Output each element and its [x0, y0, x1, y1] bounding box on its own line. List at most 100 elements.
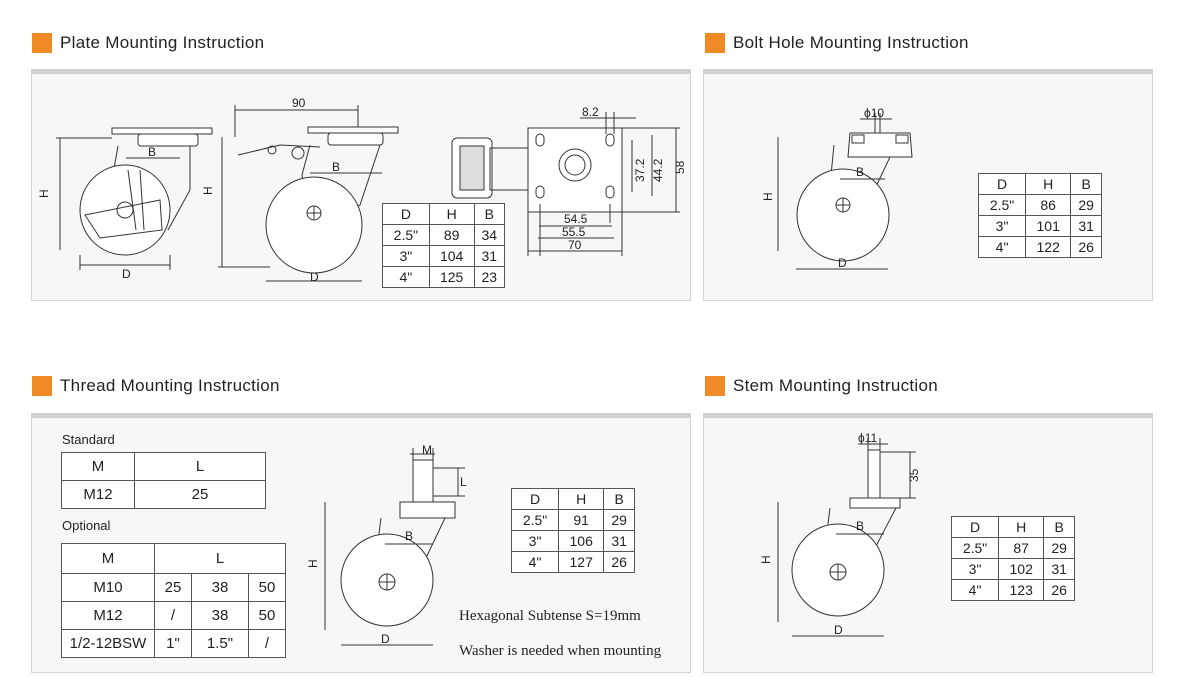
table-cell: 3": [977, 215, 1027, 237]
table-cell: /: [247, 629, 287, 658]
table-cell: 38: [191, 601, 249, 630]
table-cell: 125: [428, 266, 475, 288]
table-cell: 102: [998, 558, 1045, 580]
plate-section-header: Plate Mounting Instruction: [32, 31, 264, 55]
dim-h-label: H: [761, 192, 775, 201]
stem-caster-drawing: ϕ11 35 H B D: [759, 431, 921, 637]
table-cell: 127: [558, 551, 605, 573]
table-cell: 26: [1043, 579, 1075, 601]
dim-d-label: D: [122, 267, 131, 281]
optional-label: Optional: [62, 518, 111, 533]
table-cell: 31: [1070, 215, 1102, 237]
table-cell: 34: [473, 224, 506, 246]
plate-top-view-drawing: 8.2 54.5 55.5 70 37.2 44.2 58: [451, 105, 687, 256]
table-cell: 123: [998, 579, 1045, 601]
table-cell: 4": [977, 236, 1027, 258]
dim-b-label: B: [332, 160, 340, 174]
table-cell: 2.5": [950, 537, 1000, 559]
table-cell: 1": [153, 629, 193, 658]
table-cell: 29: [1070, 194, 1102, 216]
table-cell: 23: [473, 266, 506, 288]
dim-w2-label: 55.5: [562, 225, 586, 239]
dim-d-label: D: [381, 632, 390, 646]
dim-h-label: H: [201, 186, 215, 195]
table-cell: D: [950, 516, 1000, 538]
dim-v1-label: 37.2: [633, 158, 647, 182]
dim-b-label: B: [856, 165, 864, 179]
table-cell: 2.5": [977, 194, 1027, 216]
table-cell: 3": [382, 245, 430, 267]
table-cell: M: [61, 452, 135, 481]
table-cell: 3": [510, 530, 560, 552]
thread-section-header: Thread Mounting Instruction: [32, 374, 280, 398]
plate-caster-brake-drawing: H B D: [37, 127, 213, 281]
table-cell: 26: [603, 551, 635, 573]
table-cell: B: [1043, 516, 1075, 538]
dim-phi-label: ϕ10: [864, 106, 884, 120]
table-cell: 4": [950, 579, 1000, 601]
table-cell: 50: [247, 573, 287, 602]
bolt-section-header: Bolt Hole Mounting Instruction: [705, 31, 969, 55]
table-cell: 4": [510, 551, 560, 573]
dim-w3-label: 70: [568, 238, 582, 252]
table-cell: L: [134, 452, 266, 481]
table-cell: M12: [61, 480, 135, 509]
table-cell: 87: [998, 537, 1045, 559]
stem-section-header: Stem Mounting Instruction: [705, 374, 938, 398]
dim-h-label: H: [759, 555, 773, 564]
table-cell: 89: [428, 224, 475, 246]
table-cell: H: [1025, 173, 1072, 195]
table-cell: H: [998, 516, 1045, 538]
table-cell: 101: [1025, 215, 1072, 237]
bolt-section-title: Bolt Hole Mounting Instruction: [733, 33, 969, 52]
bolt-caster-drawing: ϕ10 H B D: [761, 106, 913, 270]
dim-b-label: B: [856, 519, 864, 533]
table-cell: 106: [558, 530, 605, 552]
dim-d-label: D: [310, 270, 319, 284]
table-cell: 25: [134, 480, 266, 509]
plate-section-title: Plate Mounting Instruction: [60, 33, 265, 52]
dim-stem-label: 35: [907, 468, 921, 482]
table-cell: 2.5": [382, 224, 430, 246]
dim-b-label: B: [405, 529, 413, 543]
stem-section-title: Stem Mounting Instruction: [733, 376, 938, 395]
dim-b-label: B: [148, 145, 156, 159]
table-cell: 31: [473, 245, 506, 267]
dim-width-label: 90: [292, 96, 306, 110]
dim-phi-label: ϕ11: [858, 431, 878, 445]
table-cell: /: [153, 601, 193, 630]
section-marker-icon: [705, 376, 725, 396]
dim-v3-label: 58: [673, 160, 687, 174]
dim-h-label: H: [37, 189, 51, 198]
table-cell: 25: [153, 573, 193, 602]
table-cell: 4": [382, 266, 430, 288]
thread-section-title: Thread Mounting Instruction: [60, 376, 280, 395]
table-cell: 29: [1043, 537, 1075, 559]
table-cell: 31: [1043, 558, 1075, 580]
table-cell: B: [603, 488, 635, 510]
dim-d-label: D: [834, 623, 843, 637]
dim-w1-label: 54.5: [564, 212, 588, 226]
table-cell: 31: [603, 530, 635, 552]
